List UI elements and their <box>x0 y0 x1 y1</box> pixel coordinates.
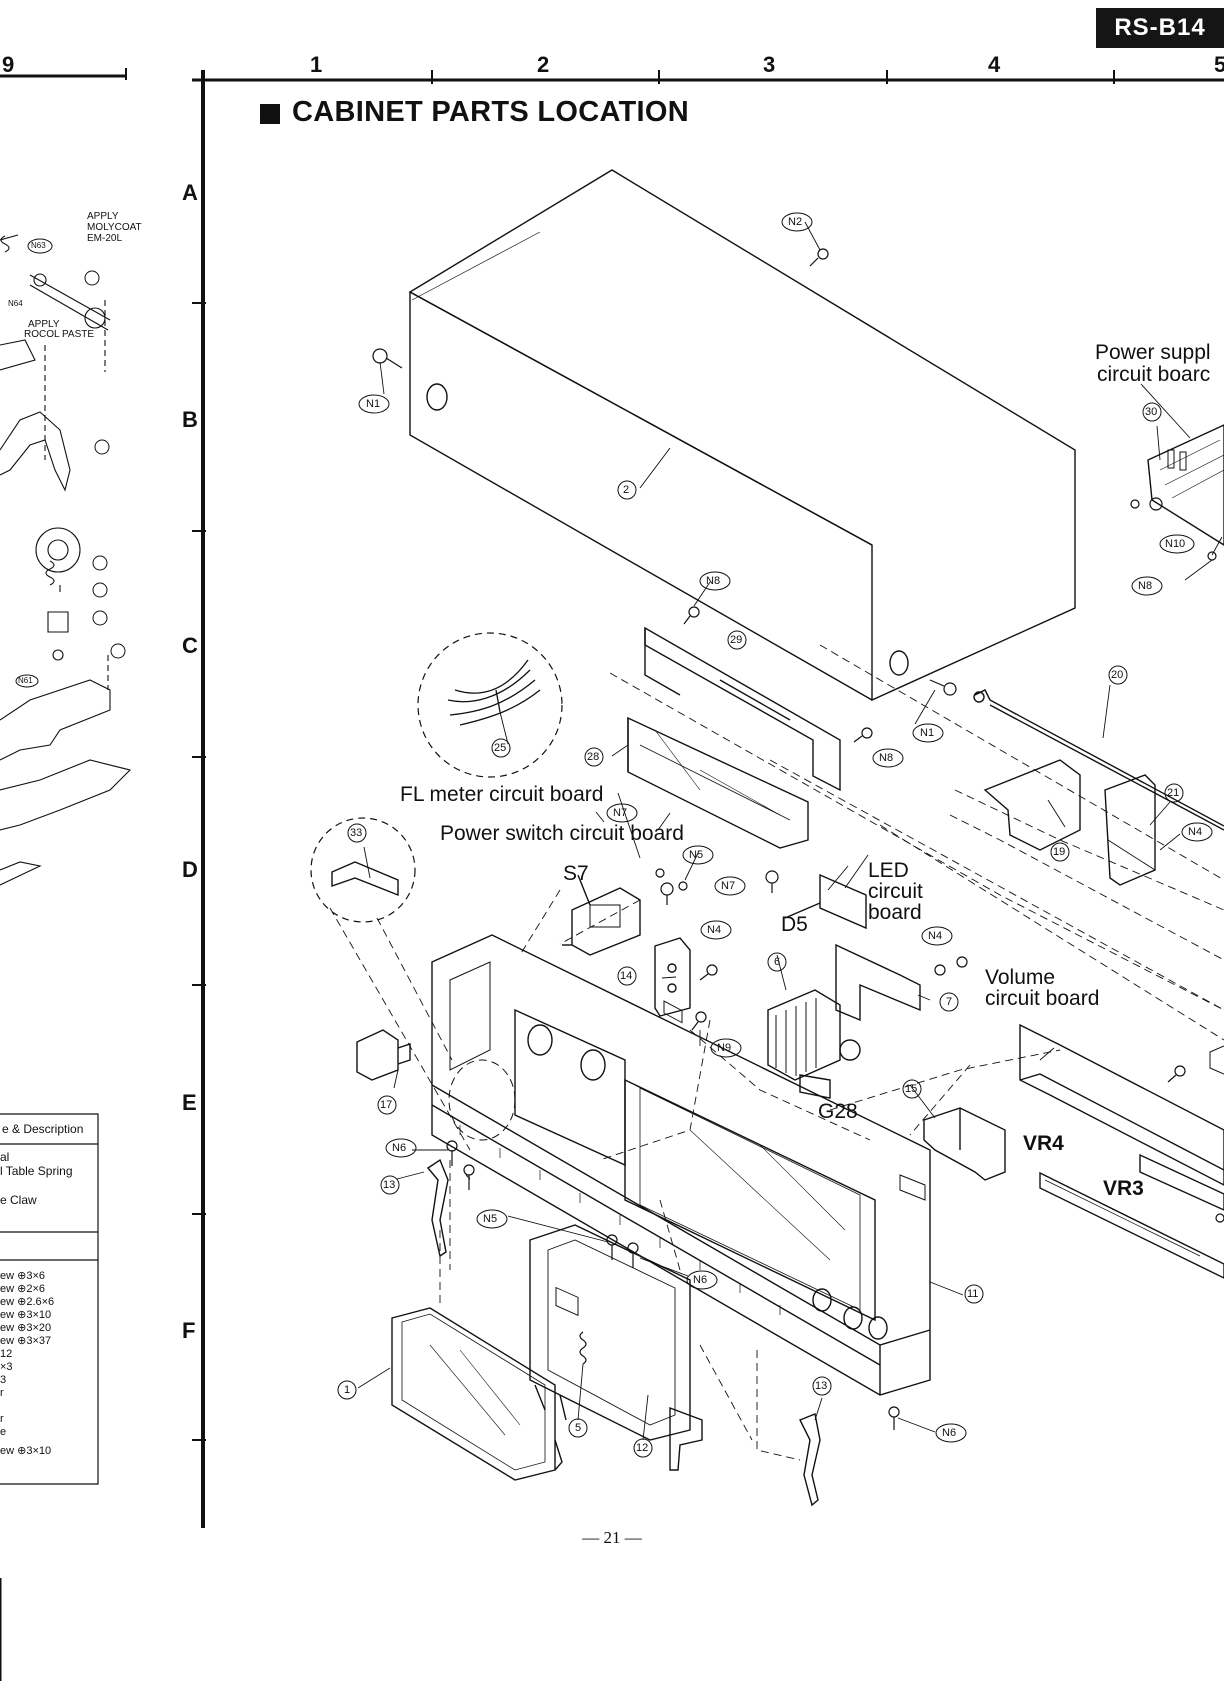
model-badge: RS-B14 <box>1096 8 1224 48</box>
row-letter-e: E <box>182 1090 197 1115</box>
note-molycoat: MOLYCOAT <box>87 222 142 233</box>
note-apply-2: APPLY <box>28 319 60 330</box>
part-number: 13 <box>815 1380 828 1392</box>
part-number: 2 <box>623 484 630 496</box>
d5-label: D5 <box>781 913 808 936</box>
table-row: r <box>0 1413 4 1425</box>
title-bullet <box>260 104 280 124</box>
screw-label: N7 <box>721 880 736 892</box>
note-rocol-paste: ROCOL PASTE <box>24 329 95 340</box>
power-switch-board-label: Power switch circuit board <box>440 822 684 845</box>
part-number: 20 <box>1111 669 1124 681</box>
screw-label: N4 <box>707 924 722 936</box>
row-letter-d: D <box>182 857 198 882</box>
table-row: 3 <box>0 1374 7 1386</box>
screw-label: N8 <box>706 575 721 587</box>
column-number-2: 2 <box>537 52 550 77</box>
s7-label: S7 <box>563 862 589 885</box>
part-number: 1 <box>344 1384 351 1396</box>
screw-label: N5 <box>483 1213 498 1225</box>
part-number: 15 <box>905 1083 918 1095</box>
volume-board-label-1: Volume <box>985 966 1056 989</box>
volume-board-label-2: circuit board <box>985 987 1100 1010</box>
screw-label: N10 <box>1165 538 1186 550</box>
column-number-3: 3 <box>763 52 776 77</box>
part-number: 17 <box>380 1099 393 1111</box>
power-supply-board-label-2: circuit boarc <box>1097 363 1211 386</box>
table-header: e & Description <box>2 1122 84 1136</box>
part-number: 14 <box>620 970 633 982</box>
table-row: al <box>0 1150 10 1164</box>
prev-page-column-number: 9 <box>2 52 15 77</box>
part-number: 21 <box>1167 787 1180 799</box>
led-board-label-2: circuit <box>868 880 923 903</box>
part-number: 5 <box>575 1422 582 1434</box>
page-title: CABINET PARTS LOCATION <box>292 96 690 128</box>
vr3-label: VR3 <box>1103 1177 1144 1200</box>
led-board-label-1: LED <box>868 859 909 882</box>
page-number: — 21 — <box>582 1528 642 1547</box>
table-row: r <box>0 1387 4 1399</box>
table-row: ew ⊕3×10 <box>0 1309 52 1321</box>
screw-label: N4 <box>1188 826 1203 838</box>
table-row: ew ⊕3×37 <box>0 1335 52 1347</box>
row-letter-f: F <box>182 1318 196 1343</box>
table-row: ew ⊕3×6 <box>0 1270 45 1282</box>
table-row: ew ⊕2×6 <box>0 1283 45 1295</box>
part-number: 11 <box>967 1288 979 1300</box>
column-number-4: 4 <box>988 52 1001 77</box>
part-number: 29 <box>730 634 743 646</box>
table-row: l Table Spring <box>0 1164 73 1178</box>
g28-label: G28 <box>818 1100 858 1123</box>
part-number: 19 <box>1053 846 1066 858</box>
screw-label: N8 <box>1138 580 1153 592</box>
table-row: ew ⊕3×20 <box>0 1322 52 1334</box>
row-letter-b: B <box>182 407 198 432</box>
table-row: ×3 <box>0 1361 13 1373</box>
part-number: 7 <box>946 996 953 1008</box>
led-board-label-3: board <box>868 901 922 924</box>
row-letter-a: A <box>182 180 198 205</box>
table-row: e <box>0 1426 7 1438</box>
power-supply-board-label-1: Power suppl <box>1095 341 1211 364</box>
screw-label: N6 <box>392 1142 407 1154</box>
screw-label: N5 <box>689 849 704 861</box>
callout-n63: N63 <box>31 241 46 250</box>
table-row: ew ⊕2.6×6 <box>0 1296 55 1308</box>
row-letter-c: C <box>182 633 198 658</box>
part-number: 12 <box>636 1442 649 1454</box>
part-number: 28 <box>587 751 600 763</box>
note-em20l: EM-20L <box>87 233 123 244</box>
screw-label: N1 <box>920 727 935 739</box>
screw-label: N7 <box>613 807 628 819</box>
part-number: 30 <box>1145 406 1158 418</box>
column-number-5: 5 <box>1214 52 1224 77</box>
screw-label: N4 <box>928 930 943 942</box>
screw-label: N6 <box>942 1427 957 1439</box>
table-row: 12 <box>0 1348 13 1360</box>
part-number: 6 <box>774 956 781 968</box>
column-number-1: 1 <box>310 52 323 77</box>
callout-n61: N61 <box>18 676 33 685</box>
screw-label: N8 <box>879 752 894 764</box>
part-number: 25 <box>494 742 507 754</box>
note-apply: APPLY <box>87 211 119 222</box>
screw-label: N2 <box>788 216 803 228</box>
vr4-label: VR4 <box>1023 1132 1064 1155</box>
screw-label: N6 <box>693 1274 708 1286</box>
callout-n64: N64 <box>8 299 23 308</box>
table-row: e Claw <box>0 1193 37 1207</box>
screw-label: N9 <box>717 1042 732 1054</box>
part-number: 13 <box>383 1179 396 1191</box>
part-number: 33 <box>350 827 363 839</box>
fl-meter-board-label: FL meter circuit board <box>400 783 604 806</box>
table-row: ew ⊕3×10 <box>0 1445 52 1457</box>
screw-label: N1 <box>366 398 381 410</box>
